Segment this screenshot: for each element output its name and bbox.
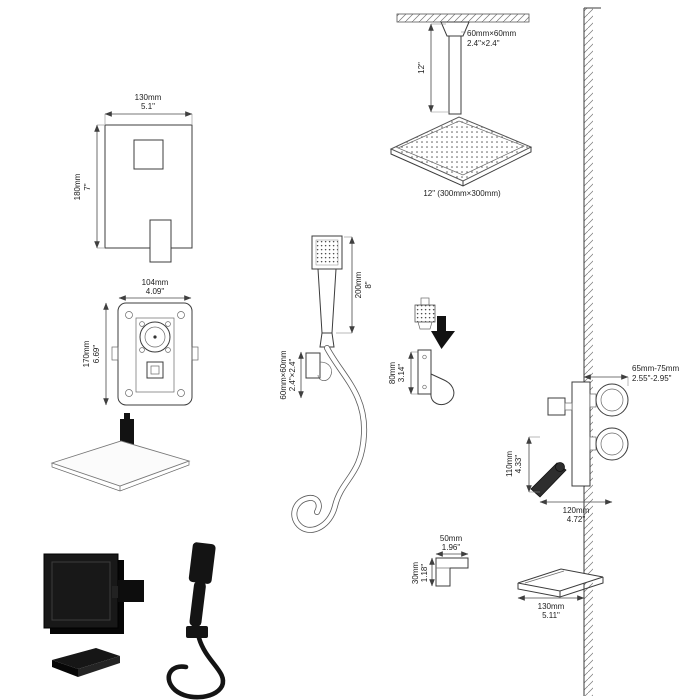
hose-connector-piece (414, 297, 436, 330)
wall-section (583, 7, 601, 696)
dim-plate-width-in: 5.1" (141, 102, 155, 111)
dim-wand-head-in: 2.4"×2.4" (288, 359, 297, 392)
dim-bracket-height-mm: 30mm (411, 562, 420, 585)
valve-trim-black (43, 553, 144, 634)
shower-valve-trim-plate: 130mm 5.1" 180mm 7" (73, 93, 193, 263)
dim-valve-depth-mm: 65mm-75mm (632, 364, 679, 373)
waterfall-spout-drawing: 130mm 5.11" (517, 568, 604, 620)
dim-arm-size-mm: 60mm×60mm (467, 29, 516, 38)
dim-valve-height-in: 6.69" (92, 345, 101, 364)
dim-wand-length-mm: 200mm (354, 271, 363, 298)
dim-wallvalve-height-in: 4.33" (514, 455, 523, 474)
dim-holder-height-in: 3.14" (397, 364, 406, 383)
wall-mounted-mixer-valve: 65mm-75mm 2.55"-2.95" 110mm 4.33" 120mm … (505, 364, 679, 524)
dim-arm-length: 12" (417, 62, 426, 74)
rough-in-valve: 104mm 4.09" 170mm 6.69" (82, 278, 199, 406)
bracket-profile-drawing: 50mm 1.96" 30mm 1.18" (411, 534, 469, 587)
dim-wand-head-mm: 60mm×60mm (279, 350, 288, 399)
dim-arm-size-in: 2.4"×2.4" (467, 39, 500, 48)
waterfall-spout-black (52, 648, 120, 677)
dim-plate-height-mm: 180mm (73, 173, 82, 200)
hand-shower-drawing: 200mm 8" 60mm×60mm 2.4"×2.4" (279, 235, 373, 533)
ceiling-shower-arm: 60mm×60mm 2.4"×2.4" 12" (396, 13, 530, 115)
dim-valve-width-mm: 104mm (142, 278, 169, 287)
dim-valve-depth-in: 2.55"-2.95" (632, 374, 672, 383)
dim-plate-width-mm: 130mm (135, 93, 162, 102)
dim-valve-width-in: 4.09" (146, 287, 165, 296)
dim-rain-head-size: 12" (300mm×300mm) (423, 189, 501, 198)
dim-wallvalve-width-mm: 120mm (563, 506, 590, 515)
dim-plate-height-in: 7" (83, 183, 92, 190)
dim-bracket-height-in: 1.18" (420, 564, 429, 583)
dim-wallvalve-width-in: 4.72" (567, 515, 586, 524)
dim-bracket-width-mm: 50mm (440, 534, 463, 543)
dim-holder-height-mm: 80mm (388, 362, 397, 385)
rain-shower-head: 12" (300mm×300mm) (389, 116, 533, 198)
hand-shower-holder-drawing: 80mm 3.14" (388, 349, 455, 406)
dim-bracket-width-in: 1.96" (442, 543, 461, 552)
dim-wallvalve-height-mm: 110mm (505, 451, 514, 477)
dim-spout-width-mm: 130mm (538, 602, 565, 611)
dim-valve-height-mm: 170mm (82, 340, 91, 367)
hand-shower-black (166, 542, 226, 700)
dim-wand-length-in: 8" (364, 281, 373, 288)
down-arrow-icon (431, 316, 455, 349)
rain-head-side-view (50, 413, 191, 492)
dim-spout-width-in: 5.11" (542, 611, 560, 620)
